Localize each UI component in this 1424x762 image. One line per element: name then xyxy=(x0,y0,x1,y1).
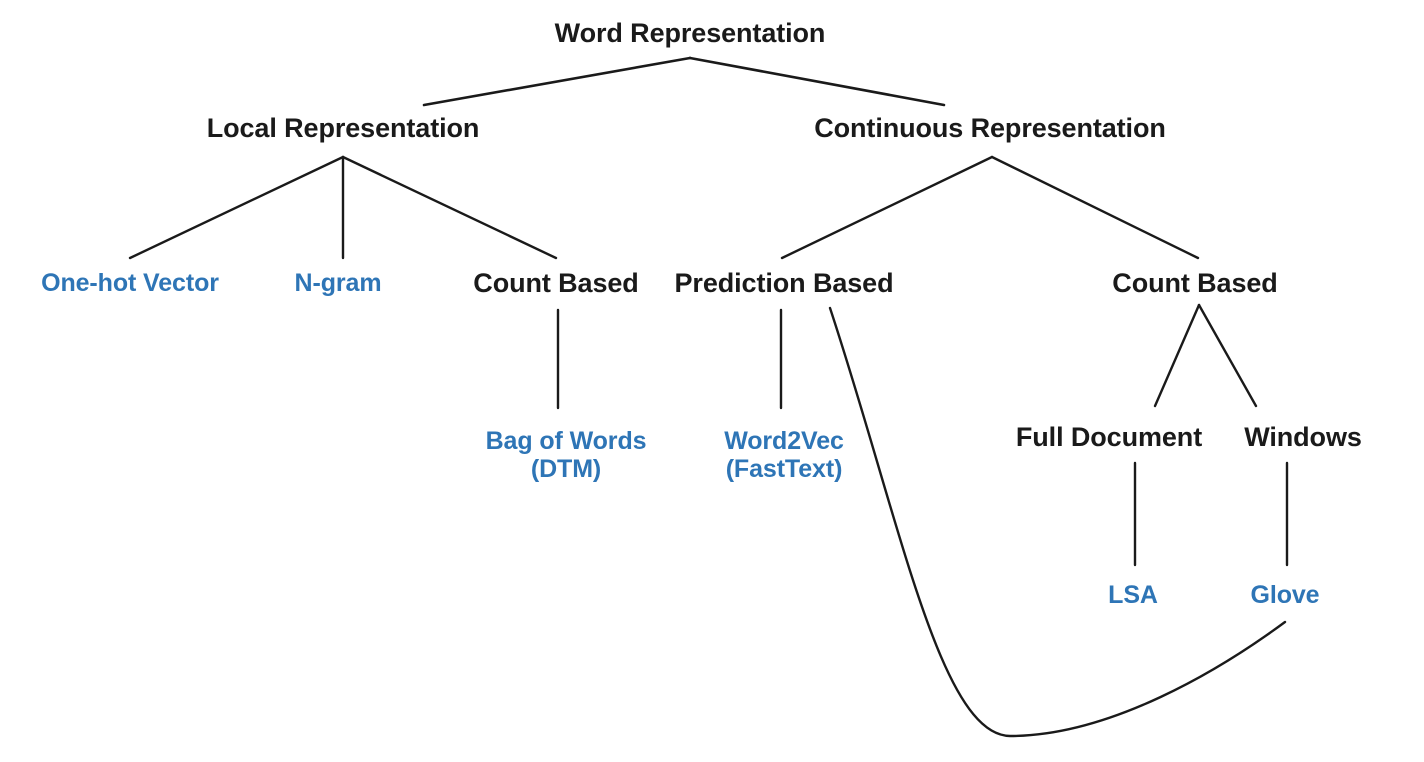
edge-continuous-to-prediction xyxy=(780,155,994,260)
edge-continuous-to-count-based xyxy=(990,155,1200,260)
node-n-gram[interactable]: N-gram xyxy=(295,269,382,297)
node-word2vec[interactable]: Word2Vec (FastText) xyxy=(724,427,844,483)
edge-root-to-continuous xyxy=(688,56,946,107)
node-word-representation[interactable]: Word Representation xyxy=(555,18,826,48)
edge-count-based-to-full-document xyxy=(1153,303,1201,408)
node-label: Local Representation xyxy=(206,112,480,143)
node-label: Word2Vec xyxy=(724,427,844,455)
node-label: Word Representation xyxy=(554,17,826,48)
node-label: Glove xyxy=(1250,581,1320,609)
node-label: Windows xyxy=(1244,421,1362,452)
node-count-based-continuous[interactable]: Count Based xyxy=(1112,267,1278,298)
node-label: Full Document xyxy=(1015,421,1203,452)
node-label: One-hot Vector xyxy=(41,269,219,297)
edge-count-based-to-windows xyxy=(1197,303,1258,408)
node-label: LSA xyxy=(1108,581,1158,609)
edge-prediction-to-glove-curve xyxy=(828,306,1287,738)
node-lsa[interactable]: LSA xyxy=(1108,581,1158,609)
node-continuous-representation[interactable]: Continuous Representation xyxy=(814,113,1166,143)
edge-local-to-count-based xyxy=(341,155,558,260)
node-windows[interactable]: Windows xyxy=(1244,422,1362,452)
node-label: N-gram xyxy=(294,269,382,297)
node-label-secondary: (DTM) xyxy=(530,455,602,483)
node-bag-of-words[interactable]: Bag of Words (DTM) xyxy=(486,427,647,483)
node-one-hot-vector[interactable]: One-hot Vector xyxy=(41,269,219,297)
node-local-representation[interactable]: Local Representation xyxy=(207,113,480,143)
edge-root-to-local xyxy=(422,56,692,107)
node-label: Continuous Representation xyxy=(814,112,1166,143)
node-label: Count Based xyxy=(473,267,639,298)
node-label: Count Based xyxy=(1112,267,1278,298)
node-glove[interactable]: Glove xyxy=(1251,581,1320,609)
node-label-secondary: (FastText) xyxy=(725,455,843,483)
edge-local-to-one-hot xyxy=(128,155,345,260)
node-prediction-based[interactable]: Prediction Based xyxy=(675,268,894,298)
node-full-document[interactable]: Full Document xyxy=(1016,422,1202,452)
node-label: Bag of Words xyxy=(485,427,647,455)
node-label: Prediction Based xyxy=(674,267,894,298)
node-count-based-local[interactable]: Count Based xyxy=(473,267,639,298)
